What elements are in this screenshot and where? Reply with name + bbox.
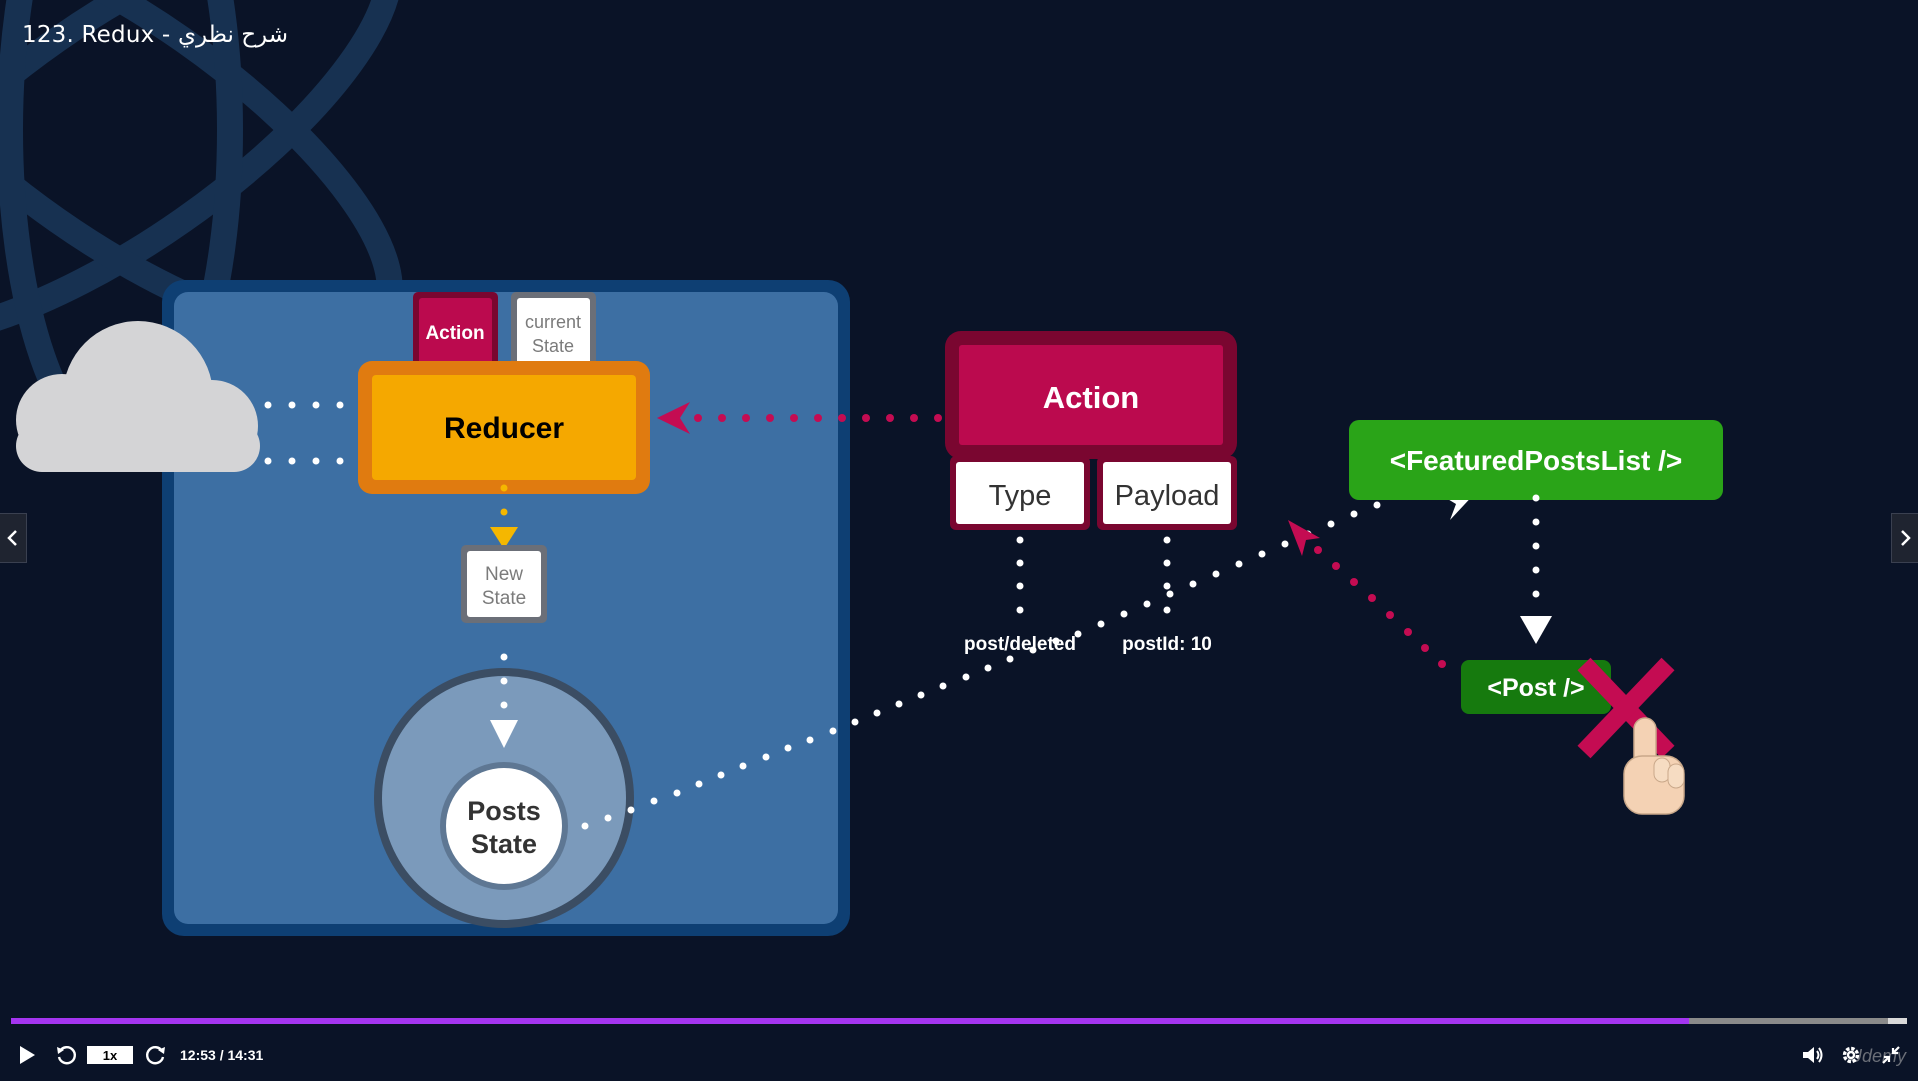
action-object: Action Type Payload	[945, 331, 1237, 530]
rewind-button[interactable]	[52, 1038, 80, 1072]
reducer-action-input-label: Action	[425, 323, 484, 344]
progress-buffer	[1688, 1018, 1889, 1024]
cloud-reducer-dots	[264, 401, 344, 465]
progress-fill	[11, 1018, 1689, 1024]
type-value: post/deleted	[964, 634, 1076, 655]
player-controls: 1x 12:53 / 14:31 Udemy	[0, 1000, 1918, 1076]
svg-text:New: New	[485, 564, 523, 585]
featured-posts-list-component: <FeaturedPostsList />	[1349, 420, 1723, 500]
action-to-reducer-arrow	[657, 402, 942, 434]
volume-button[interactable]	[1798, 1038, 1828, 1072]
reducer-to-new-state	[490, 484, 518, 549]
svg-text:Posts: Posts	[467, 796, 541, 826]
brand-watermark: Udemy	[1848, 1046, 1906, 1066]
action-title: Action	[1043, 380, 1139, 415]
reducer-box: Reducer	[358, 361, 650, 494]
gear-icon	[1842, 1046, 1860, 1064]
post-to-action-dots	[1288, 520, 1446, 668]
cloud-icon	[16, 321, 260, 472]
reducer-state-input: current State	[511, 292, 596, 372]
settings-button[interactable]	[1836, 1038, 1866, 1072]
post-component-label: <Post />	[1487, 674, 1584, 702]
reducer-label: Reducer	[444, 412, 564, 445]
time-display: 12:53 / 14:31	[180, 1047, 264, 1063]
rewind-icon	[57, 1046, 76, 1065]
exit-fullscreen-icon	[1882, 1046, 1900, 1064]
next-lecture-button[interactable]	[1891, 513, 1918, 563]
pointing-hand-icon	[1623, 717, 1685, 815]
play-button[interactable]	[14, 1038, 40, 1072]
lesson-title: 123. Redux - شرح نظري	[22, 22, 289, 48]
action-payload-label: Payload	[1115, 480, 1220, 512]
svg-text:State: State	[532, 336, 574, 356]
svg-text:State: State	[482, 588, 526, 609]
action-type-label: Type	[989, 480, 1052, 512]
posts-state-ring: Posts State	[374, 668, 634, 928]
exit-fullscreen-button[interactable]	[1876, 1038, 1906, 1072]
forward-button[interactable]	[142, 1038, 170, 1072]
forward-icon	[146, 1046, 165, 1065]
svg-text:current: current	[525, 312, 581, 332]
reducer-action-input: Action	[413, 292, 498, 372]
new-state-to-posts	[490, 653, 518, 748]
new-state-box: New State	[461, 545, 547, 623]
svg-text:State: State	[471, 829, 537, 859]
progress-bar[interactable]	[11, 1018, 1907, 1024]
chevron-left-icon	[7, 530, 17, 546]
post-component: <Post />	[1461, 660, 1611, 714]
playback-speed-button[interactable]: 1x	[87, 1046, 133, 1064]
featured-to-post-dots	[1520, 494, 1552, 644]
type-payload-dots	[1016, 536, 1171, 614]
play-icon	[20, 1046, 35, 1064]
previous-lecture-button[interactable]	[0, 513, 27, 563]
chevron-right-icon	[1901, 530, 1911, 546]
volume-icon	[1803, 1047, 1823, 1063]
featured-posts-list-label: <FeaturedPostsList />	[1390, 445, 1683, 476]
payload-value: postId: 10	[1122, 634, 1212, 655]
